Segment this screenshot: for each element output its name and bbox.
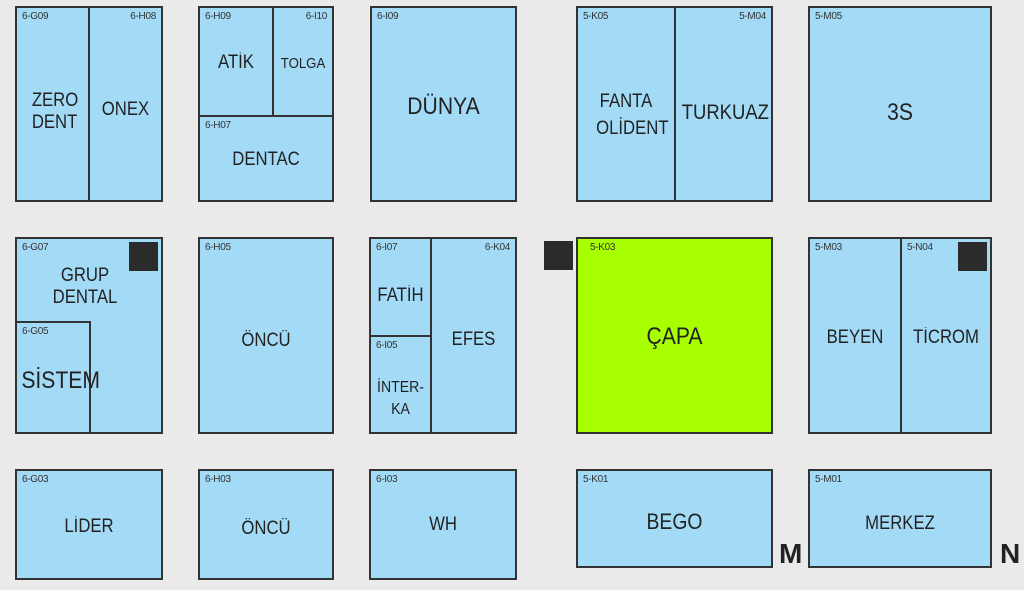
booth-6-h03[interactable]: 6-H03 ÖNCÜ <box>198 469 334 580</box>
booth-5-k01[interactable]: 5-K01 BEGO <box>576 469 773 568</box>
booth-5-m03[interactable]: 5-M03 BEYEN <box>808 237 902 434</box>
booth-6-i05[interactable]: 6-I05 İNTER-KA <box>369 335 432 434</box>
booth-6-g03[interactable]: 6-G03 LİDER <box>15 469 163 580</box>
booth-name: İNTER-KA <box>377 379 424 418</box>
column-marker <box>544 241 573 270</box>
booth-code: 6-H03 <box>205 474 231 485</box>
booth-5-k05[interactable]: 5-K05 FANTA OLİDENT <box>576 6 676 202</box>
booth-name: TURKUAZ <box>681 101 769 124</box>
booth-6-i10[interactable]: 6-I10 TOLGA <box>272 6 334 117</box>
booth-6-i03[interactable]: 6-I03 WH <box>369 469 517 580</box>
booth-code: 5-K03 <box>590 242 616 253</box>
booth-6-g05[interactable]: 6-G05 SİSTEM <box>15 321 100 434</box>
booth-name: FATİH <box>377 285 424 306</box>
booth-name: ZERO DENT <box>31 90 79 133</box>
booth-name: ÖNCÜ <box>241 330 291 351</box>
booth-code: 6-I10 <box>305 11 328 22</box>
booth-code: 6-I09 <box>377 11 399 22</box>
booth-name: WH <box>429 514 457 535</box>
booth-6-h08[interactable]: 6-H08 ONEX <box>88 6 163 202</box>
aisle-label-m: M <box>779 538 803 569</box>
booth-code: 6-H09 <box>205 11 231 22</box>
booth-code: 6-K04 <box>484 242 510 253</box>
booth-6-g09[interactable]: 6-G09 ZERO DENT <box>15 6 90 202</box>
booth-name: SİSTEM <box>21 367 100 394</box>
booth-6-i07[interactable]: 6-I07 FATİH <box>369 237 432 337</box>
booth-name: MERKEZ <box>865 513 935 534</box>
booth-name: TİCROM <box>913 327 979 348</box>
booth-name: DÜNYA <box>407 93 480 120</box>
booth-code: 6-H07 <box>205 120 231 131</box>
booth-6-h05[interactable]: 6-H05 ÖNCÜ <box>198 237 334 434</box>
column-marker <box>958 242 987 271</box>
booth-code: 6-G07 <box>22 242 49 253</box>
booth-code: 6-G03 <box>22 474 49 485</box>
booth-6-h09[interactable]: 6-H09 ATİK <box>198 6 274 117</box>
booth-name: GRUP DENTAL <box>52 265 118 308</box>
booth-name: TOLGA <box>280 55 326 72</box>
booth-name: ÇAPA <box>646 323 703 350</box>
booth-5-m04[interactable]: 5-M04 TURKUAZ <box>674 6 773 202</box>
booth-code: 5-K01 <box>583 474 609 485</box>
booth-name: BEGO <box>646 509 703 534</box>
booth-code: 6-H08 <box>130 11 156 22</box>
booth-6-i09[interactable]: 6-I09 DÜNYA <box>370 6 517 202</box>
booth-code: 6-G05 <box>22 326 49 337</box>
booth-code: 5-M05 <box>815 11 842 22</box>
booth-code: 5-N04 <box>907 242 933 253</box>
booth-code: 6-I07 <box>376 242 398 253</box>
booth-name: ONEX <box>101 99 150 120</box>
booth-code: 5-M03 <box>815 242 842 253</box>
booth-name: 3S <box>887 99 913 126</box>
booth-6-h07[interactable]: 6-H07 DENTAC <box>198 115 334 202</box>
booth-name: LİDER <box>64 516 114 537</box>
booth-5-k03[interactable]: 5-K03 ÇAPA <box>576 237 773 434</box>
booth-code: 6-G09 <box>22 11 49 22</box>
booth-5-n04[interactable]: 5-N04 TİCROM <box>900 237 992 434</box>
booth-5-m05[interactable]: 5-M05 3S <box>808 6 992 202</box>
booth-5-m01[interactable]: 5-M01 MERKEZ <box>808 469 992 568</box>
aisle-label-n: N <box>1000 538 1021 569</box>
booth-code: 6-I05 <box>376 340 398 351</box>
booth-code: 5-M04 <box>739 11 766 22</box>
booth-name: EFES <box>451 329 496 350</box>
booth-6-k04[interactable]: 6-K04 EFES <box>430 237 517 434</box>
booth-name: BEYEN <box>826 327 884 348</box>
booth-code: 6-I03 <box>376 474 398 485</box>
booth-code: 6-H05 <box>205 242 231 253</box>
booth-code: 5-M01 <box>815 474 842 485</box>
booth-name: ATİK <box>218 52 254 73</box>
booth-name: DENTAC <box>232 149 300 170</box>
column-marker <box>129 242 158 271</box>
booth-name: ÖNCÜ <box>241 518 291 539</box>
booth-code: 5-K05 <box>583 11 609 22</box>
booth-name: FANTA OLİDENT <box>596 91 669 139</box>
